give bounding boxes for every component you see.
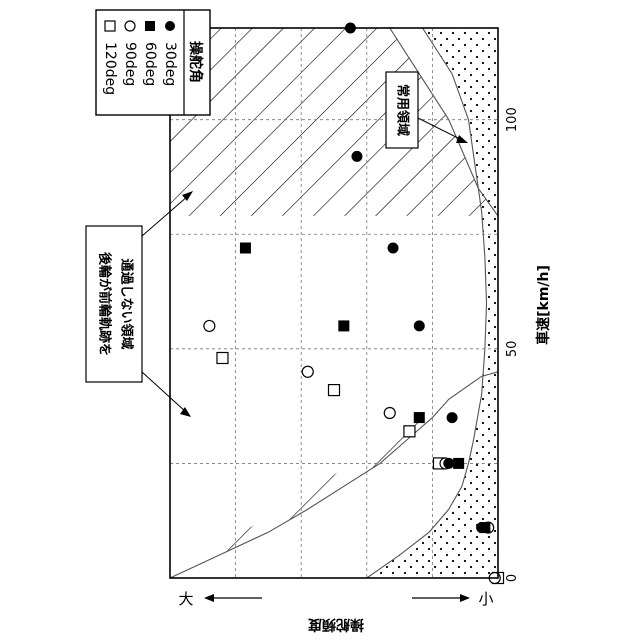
speed-tick-label: 0	[505, 574, 520, 582]
data-point-120deg	[217, 353, 228, 364]
frequency-arrowhead-low	[460, 594, 470, 602]
data-point-90deg	[302, 366, 313, 377]
data-point-30deg	[388, 243, 399, 254]
no-track-region-label: 通過しない領域	[119, 258, 135, 349]
data-point-30deg	[476, 522, 487, 533]
data-point-120deg	[404, 426, 415, 437]
data-point-120deg	[329, 385, 340, 396]
data-point-60deg	[240, 243, 251, 254]
legend: 操舵角 30deg60deg90deg120deg	[96, 10, 210, 115]
data-point-30deg	[447, 412, 458, 423]
legend-entry-label: 90deg	[122, 42, 138, 86]
legend-marker-120deg	[105, 21, 115, 31]
legend-title: 操舵角	[187, 41, 204, 83]
data-point-60deg	[414, 412, 425, 423]
data-point-60deg	[338, 320, 349, 331]
legend-layer: 操舵角 30deg60deg90deg120deg	[96, 10, 210, 115]
legend-marker-90deg	[125, 21, 135, 31]
data-point-90deg	[384, 408, 395, 419]
speed-tick-label: 100	[505, 107, 520, 132]
legend-marker-30deg	[165, 21, 175, 31]
frequency-end-low-label: 小	[478, 590, 493, 608]
frequency-arrowhead-high	[204, 594, 214, 602]
frequency-end-high-label: 大	[178, 590, 193, 608]
legend-entry-label: 30deg	[162, 42, 178, 86]
normal-region-label: 常用領域	[395, 84, 411, 136]
legend-marker-60deg	[145, 21, 155, 31]
normal-region-leader-head	[456, 135, 468, 143]
no-track-region-label: 後輪が前輪軌跡を	[97, 252, 113, 356]
no-track-leader-upper	[142, 196, 188, 236]
speed-tick-label: 50	[505, 341, 520, 358]
data-point-60deg	[453, 458, 464, 469]
legend-entry-label: 60deg	[142, 42, 158, 86]
regions-layer	[170, 28, 498, 578]
data-point-30deg	[414, 320, 425, 331]
speed-axis-label: 車速[km/h]	[535, 265, 552, 345]
data-point-90deg	[204, 320, 215, 331]
legend-entry-label: 120deg	[102, 42, 118, 95]
no-track-leader-lower	[142, 372, 186, 412]
data-point-30deg	[443, 458, 454, 469]
frequency-axis-label: 操舵頻度	[307, 616, 364, 633]
data-point-30deg	[351, 151, 362, 162]
